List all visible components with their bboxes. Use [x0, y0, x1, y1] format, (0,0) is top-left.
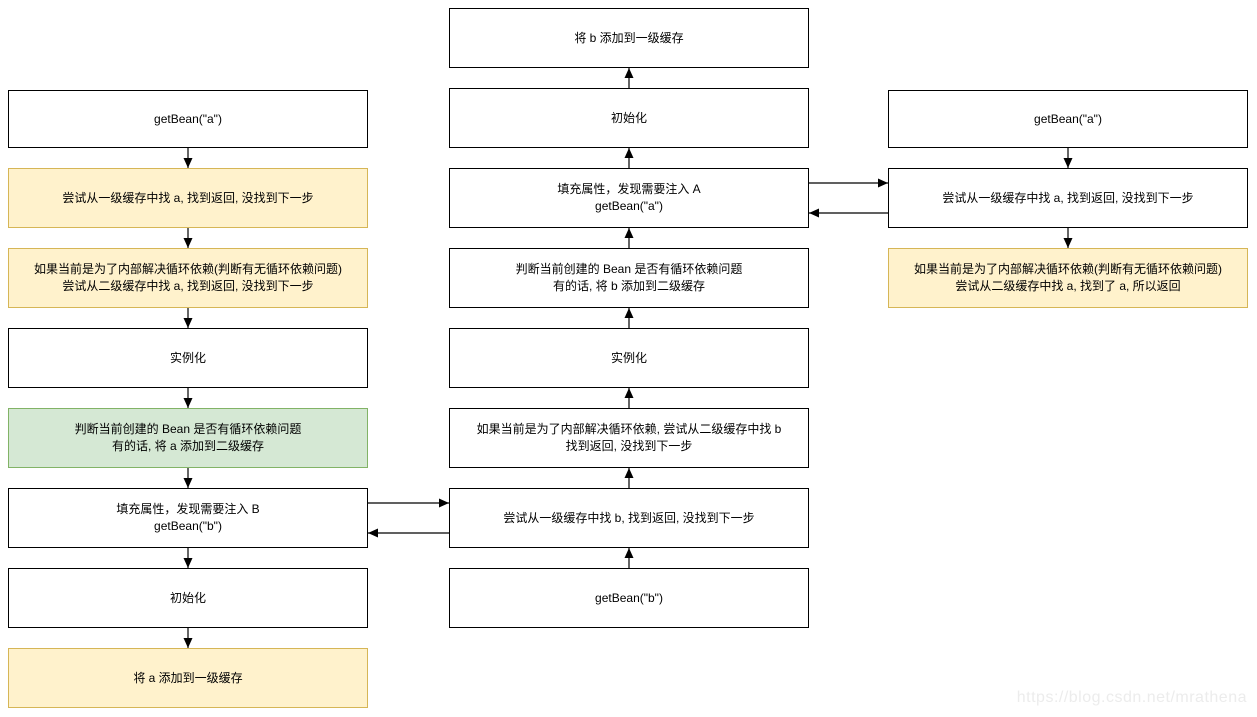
node-mid-initialize: 初始化	[449, 88, 809, 148]
node-mid-populate-inject-a: 填充属性，发现需要注入 A getBean("a")	[449, 168, 809, 228]
node-mid-add-b-to-l1-cache: 将 b 添加到一级缓存	[449, 8, 809, 68]
node-left-getbean-a: getBean("a")	[8, 90, 368, 148]
node-mid-getbean-b: getBean("b")	[449, 568, 809, 628]
node-left-add-a-to-l1-cache: 将 a 添加到一级缓存	[8, 648, 368, 708]
node-mid-check-circular-add-b: 判断当前创建的 Bean 是否有循环依赖问题 有的话, 将 b 添加到二级缓存	[449, 248, 809, 308]
node-right-l2-cache-found-a: 如果当前是为了内部解决循环依赖(判断有无循环依赖问题) 尝试从二级缓存中找 a,…	[888, 248, 1248, 308]
watermark-url: https://blog.csdn.net/mrathena	[1016, 689, 1247, 706]
node-mid-l1-cache-lookup-b: 尝试从一级缓存中找 b, 找到返回, 没找到下一步	[449, 488, 809, 548]
node-left-populate-inject-b: 填充属性，发现需要注入 B getBean("b")	[8, 488, 368, 548]
node-left-check-circular-add-a: 判断当前创建的 Bean 是否有循环依赖问题 有的话, 将 a 添加到二级缓存	[8, 408, 368, 468]
node-mid-l2-cache-lookup-b: 如果当前是为了内部解决循环依赖, 尝试从二级缓存中找 b 找到返回, 没找到下一…	[449, 408, 809, 468]
node-left-l2-cache-lookup-a: 如果当前是为了内部解决循环依赖(判断有无循环依赖问题) 尝试从二级缓存中找 a,…	[8, 248, 368, 308]
node-right-l1-cache-lookup-a: 尝试从一级缓存中找 a, 找到返回, 没找到下一步	[888, 168, 1248, 228]
node-right-getbean-a: getBean("a")	[888, 90, 1248, 148]
node-left-l1-cache-lookup-a: 尝试从一级缓存中找 a, 找到返回, 没找到下一步	[8, 168, 368, 228]
node-left-instantiate: 实例化	[8, 328, 368, 388]
node-left-initialize: 初始化	[8, 568, 368, 628]
node-mid-instantiate: 实例化	[449, 328, 809, 388]
